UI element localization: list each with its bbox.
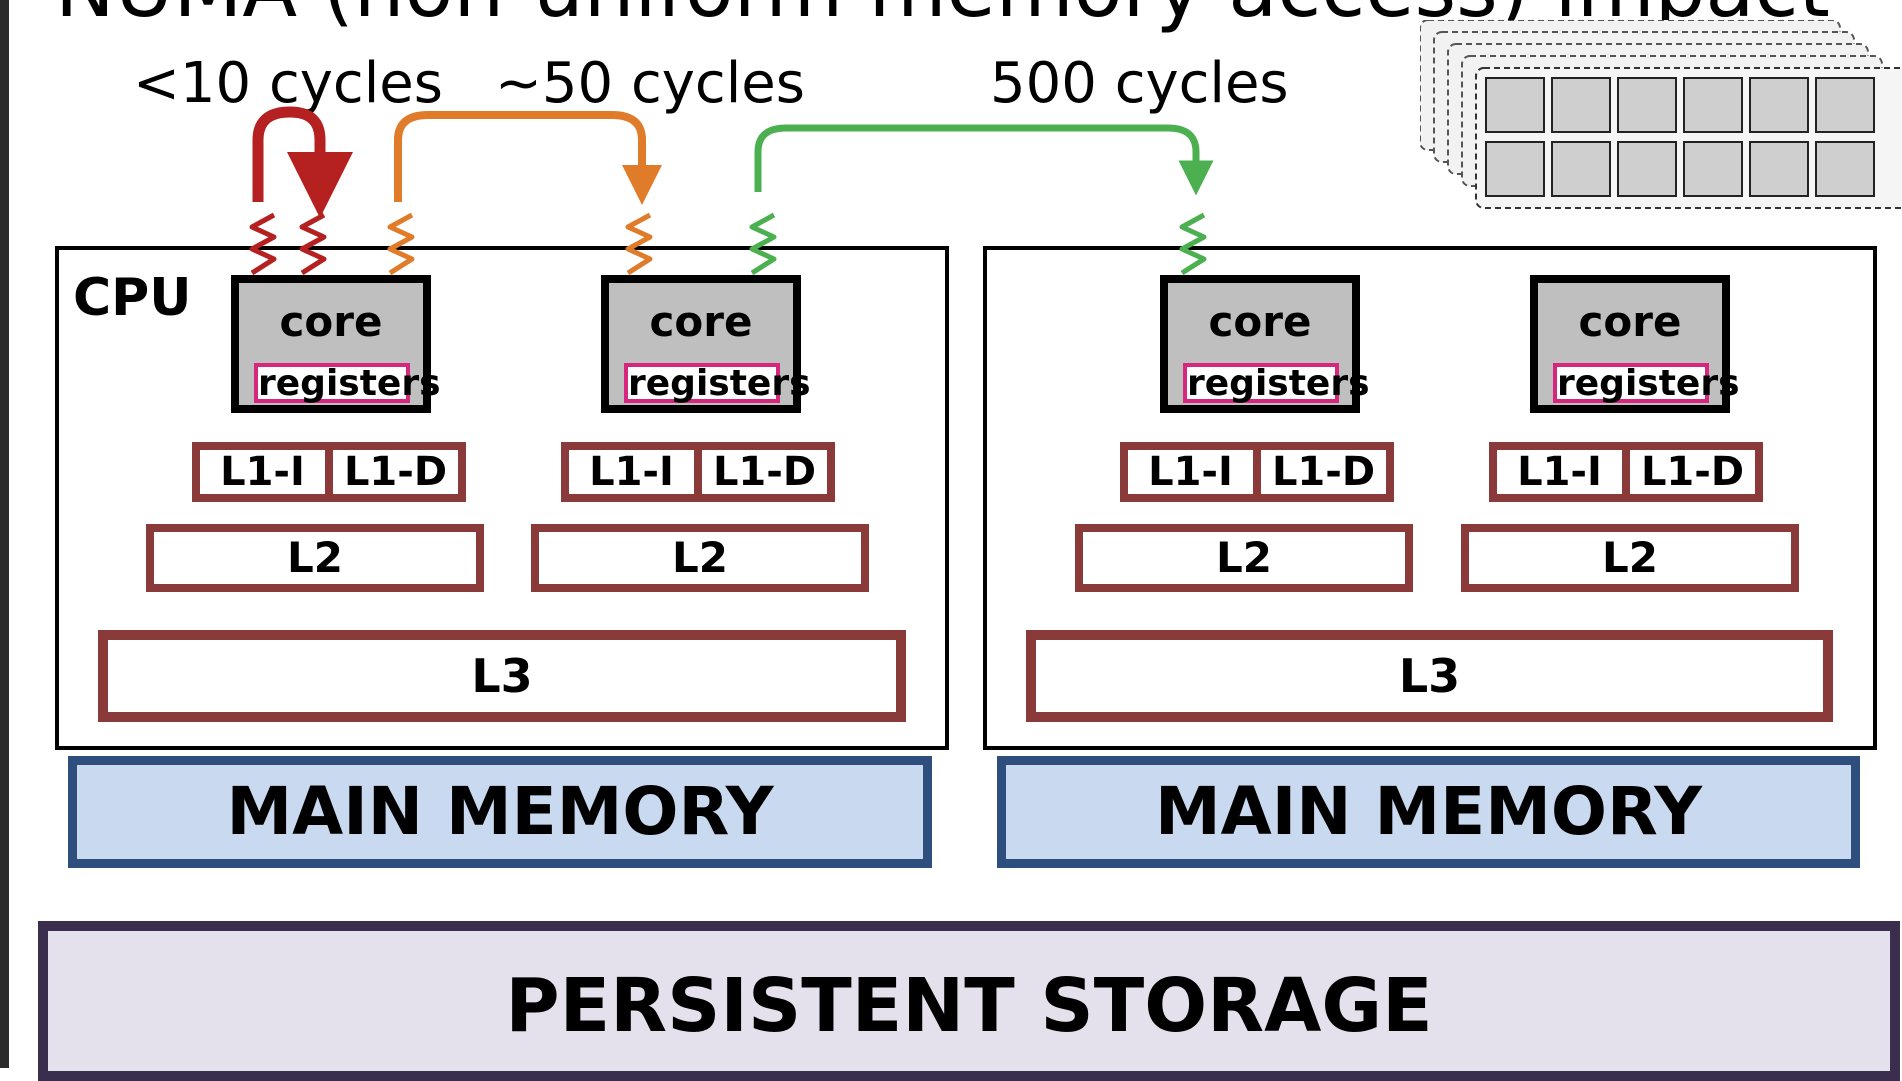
registers-box: registers	[1183, 363, 1370, 403]
l2-cache-core-2: L2	[531, 524, 869, 592]
main-memory-socket-1: MAIN MEMORY	[68, 756, 932, 868]
l3-cache-socket-1: L3	[98, 630, 906, 722]
l1-cache-core-4: L1-I L1-D	[1489, 442, 1763, 502]
remote-socket-latency-label: 500 cycles	[990, 51, 1289, 116]
core-label: core	[1208, 297, 1312, 346]
l1-cache-core-3: L1-I L1-D	[1120, 442, 1394, 502]
l1-cache-core-2: L1-I L1-D	[561, 442, 835, 502]
main-memory-socket-2: MAIN MEMORY	[997, 756, 1860, 868]
persistent-storage: PERSISTENT STORAGE	[38, 921, 1900, 1081]
remote-socket-access-arrow	[754, 124, 1214, 196]
server-rack-icon	[1420, 20, 1902, 209]
registers-box: registers	[624, 363, 811, 403]
l2-cache-core-1: L2	[146, 524, 484, 592]
core-4: core registers	[1530, 275, 1740, 413]
registers-box: registers	[1553, 363, 1740, 403]
core-label: core	[279, 297, 383, 346]
core-label: core	[1578, 297, 1682, 346]
local-access-arrow	[252, 106, 353, 218]
l1-instruction-cache: L1-I	[200, 450, 325, 494]
core-1: core registers	[231, 275, 441, 413]
same-socket-access-arrow	[394, 111, 662, 205]
l3-cache-socket-2: L3	[1026, 630, 1833, 722]
local-latency-label: <10 cycles	[133, 51, 443, 116]
cpu-label: CPU	[73, 268, 192, 328]
l1-data-cache: L1-D	[333, 450, 458, 494]
left-edge-strip	[0, 0, 9, 1068]
l1-instruction-cache: L1-I	[569, 450, 694, 494]
l2-cache-core-4: L2	[1461, 524, 1799, 592]
l1-instruction-cache: L1-I	[1128, 450, 1253, 494]
registers-box: registers	[254, 363, 441, 403]
core-3: core registers	[1160, 275, 1370, 413]
core-label: core	[649, 297, 753, 346]
l1-data-cache: L1-D	[702, 450, 827, 494]
l1-cache-core-1: L1-I L1-D	[192, 442, 466, 502]
l1-data-cache: L1-D	[1261, 450, 1386, 494]
same-socket-latency-label: ~50 cycles	[495, 51, 805, 116]
l2-cache-core-3: L2	[1075, 524, 1413, 592]
l1-data-cache: L1-D	[1630, 450, 1755, 494]
core-2: core registers	[601, 275, 811, 413]
l1-instruction-cache: L1-I	[1497, 450, 1622, 494]
